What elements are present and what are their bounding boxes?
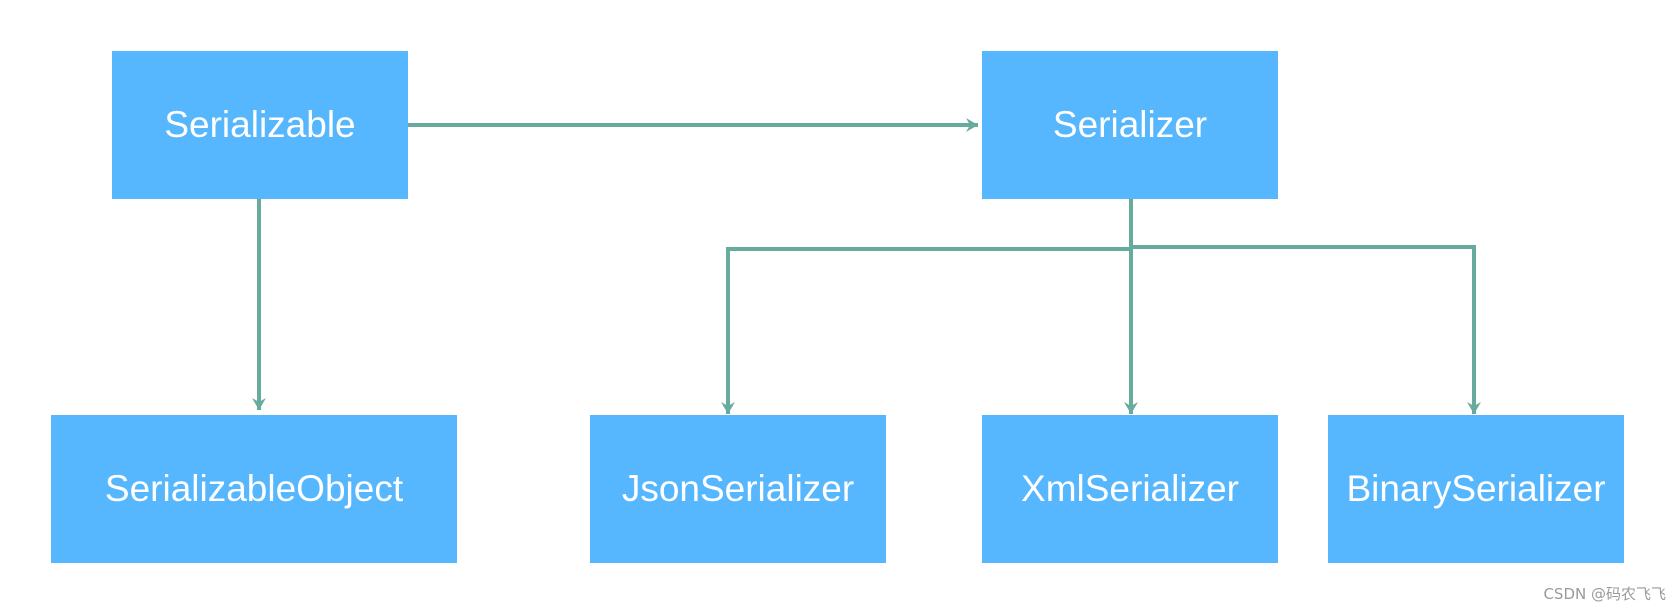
node-binary-serializer: BinarySerializer: [1328, 415, 1624, 563]
node-serializer: Serializer: [982, 51, 1278, 199]
watermark: CSDN @码农飞飞: [1543, 585, 1666, 603]
edge-serializer-to-jsonserializer: [721, 247, 1131, 414]
node-serializable-object: SerializableObject: [51, 415, 457, 563]
edge-serializer-to-binaryserializer: [1131, 245, 1481, 414]
node-json-serializer: JsonSerializer: [590, 415, 886, 563]
node-serializable: Serializable: [112, 51, 408, 199]
node-xml-serializer: XmlSerializer: [982, 415, 1278, 563]
